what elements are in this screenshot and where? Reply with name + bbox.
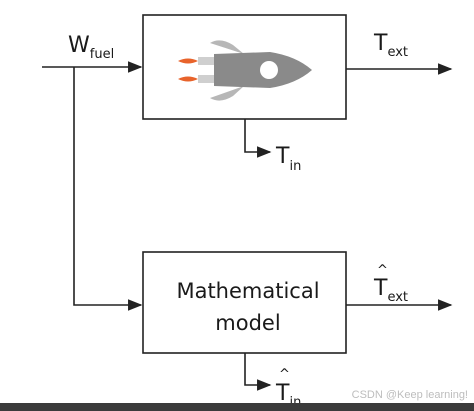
t-ext-label: Text (373, 31, 408, 60)
mathematical-model-box (142, 251, 347, 354)
bottom-bar (0, 403, 474, 411)
watermark: CSDN @Keep learning! (352, 389, 468, 401)
t-in-hat-symbol: ^ (279, 367, 290, 382)
tin-hat-output-line (244, 353, 272, 391)
branch-line (73, 67, 143, 311)
t-in-hat-label: Tin (275, 381, 301, 410)
t-ext-hat-label: Text (373, 276, 408, 305)
tin-output-line (244, 119, 272, 158)
t-ext-hat-symbol: ^ (377, 263, 388, 278)
rocket-icon (178, 40, 312, 101)
model-label-line2: model (215, 311, 280, 335)
model-label-line1: Mathematical (176, 279, 319, 303)
t-in-label: Tin (275, 144, 301, 174)
w-fuel-label: Wfuel (68, 33, 114, 62)
